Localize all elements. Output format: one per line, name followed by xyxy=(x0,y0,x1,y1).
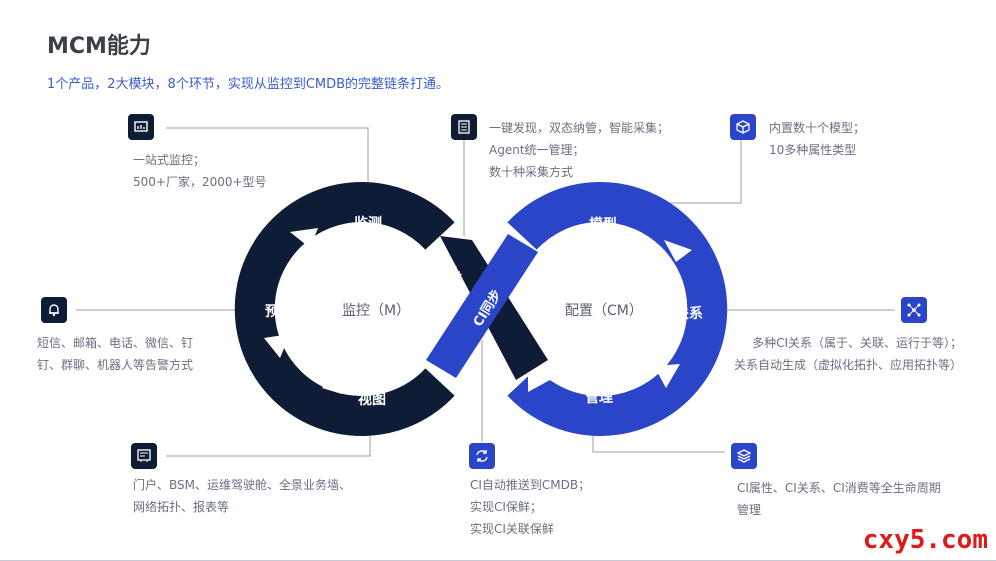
segment-relation: 关系 xyxy=(675,306,703,322)
ci-sync-band xyxy=(426,234,538,378)
connector-monitor xyxy=(166,127,369,200)
bell-icon xyxy=(41,297,67,323)
collect-note: 一键发现，双态纳管，智能采集；Agent统一管理；数十种采集方式 xyxy=(489,121,670,179)
segment-view: 视图 xyxy=(358,392,386,408)
alert-note: 短信、邮箱、电话、微信、钉钉、群聊、机器人等告警方式 xyxy=(37,336,194,372)
page-subtitle: 1个产品，2大模块，8个环节，实现从监控到CMDB的完整链条打通。 xyxy=(47,77,450,92)
segment-monitor: 监测 xyxy=(354,216,382,232)
monitor-note: 一站式监控；500+厂家，2000+型号 xyxy=(133,153,267,189)
ci-sync-note: CI自动推送到CMDB；实现CI保鲜；实现CI关联保鲜 xyxy=(470,478,591,536)
segment-model: 模型 xyxy=(589,217,617,233)
sync-icon xyxy=(469,443,495,469)
right-center-label: 配置（CM） xyxy=(565,303,643,319)
manage-note: CI属性、CI关系、CI消费等全生命周期管理 xyxy=(737,481,941,517)
segment-alert: 预警 xyxy=(265,304,293,320)
monitor-ring xyxy=(234,182,455,436)
cube-icon xyxy=(730,114,756,140)
layers-icon xyxy=(731,443,757,469)
dashboard-icon xyxy=(131,443,157,469)
page-title: MCM能力 xyxy=(47,34,151,59)
view-note: 门户、BSM、运维驾驶舱、全景业务墙、网络拓扑、报表等 xyxy=(133,478,351,514)
watermark: cxy5.com xyxy=(862,525,988,555)
segment-manage: 管理 xyxy=(585,390,613,406)
left-center-label: 监控（M） xyxy=(342,303,411,319)
collect-icon xyxy=(451,114,477,140)
model-note: 内置数十个模型；10多种属性类型 xyxy=(769,121,866,157)
network-icon xyxy=(901,297,927,323)
relation-note: 多种CI关系（属于、关联、运行于等）；关系自动生成（虚拟化拓扑、应用拓扑等） xyxy=(734,336,963,372)
monitor-icon xyxy=(128,114,154,140)
